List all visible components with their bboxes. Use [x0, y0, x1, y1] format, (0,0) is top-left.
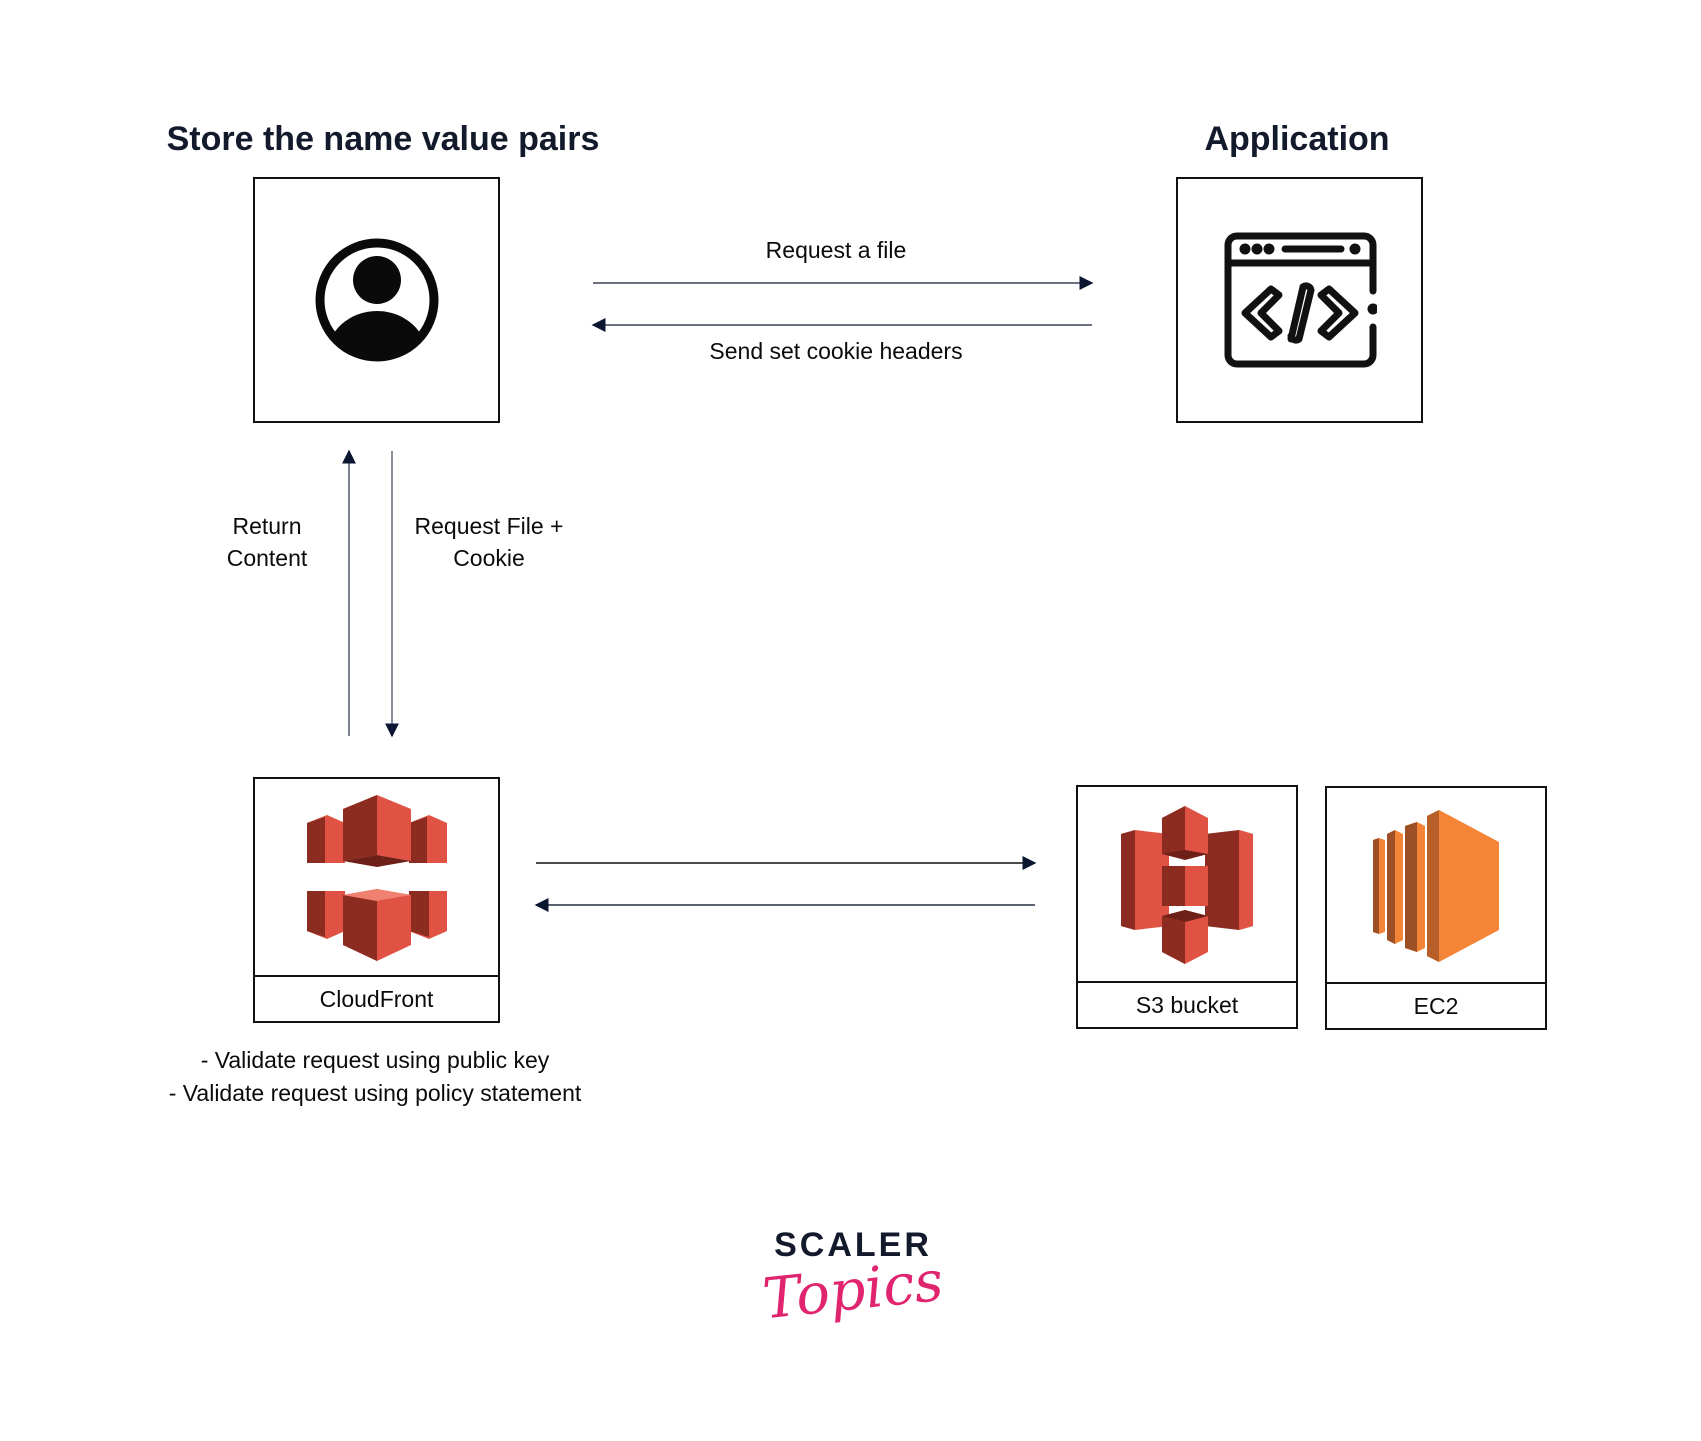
application-node[interactable]: [1176, 177, 1423, 423]
cloudfront-node[interactable]: CloudFront: [253, 777, 500, 1023]
application-node-title: Application: [1204, 120, 1390, 158]
cloudfront-label: CloudFront: [255, 975, 498, 1021]
user-node[interactable]: [253, 177, 500, 423]
ec2-label: EC2: [1327, 982, 1545, 1028]
aws-s3-icon: [1121, 806, 1253, 964]
edge-label-request-cookie: Request File + Cookie: [415, 510, 564, 574]
edge-label-line: Return: [232, 513, 302, 539]
aws-ec2-icon: [1373, 810, 1499, 962]
edge-label-request-file: Request a file: [765, 237, 907, 263]
edge-label-line: Cookie: [453, 545, 525, 571]
user-circle-icon: [315, 238, 438, 362]
cloudfront-notes: - Validate request using public key - Va…: [169, 1044, 582, 1110]
browser-code-icon: [1224, 232, 1377, 368]
note-policy-statement: - Validate request using policy statemen…: [168, 1080, 582, 1106]
s3-bucket-node[interactable]: S3 bucket: [1076, 785, 1298, 1029]
edge-label-return-content: Return Content: [227, 510, 308, 574]
note-public-key: - Validate request using public key: [200, 1047, 550, 1073]
edge-label-set-cookie: Send set cookie headers: [709, 338, 963, 364]
scaler-logo-text: SCALER: [774, 1226, 932, 1264]
s3-bucket-label: S3 bucket: [1078, 981, 1296, 1027]
aws-cloudfront-icon: [306, 795, 447, 961]
ec2-node[interactable]: EC2: [1325, 786, 1547, 1030]
user-node-title: Store the name value pairs: [166, 120, 600, 158]
edge-label-line: Content: [226, 545, 308, 571]
edge-label-line: Request File +: [414, 513, 564, 539]
